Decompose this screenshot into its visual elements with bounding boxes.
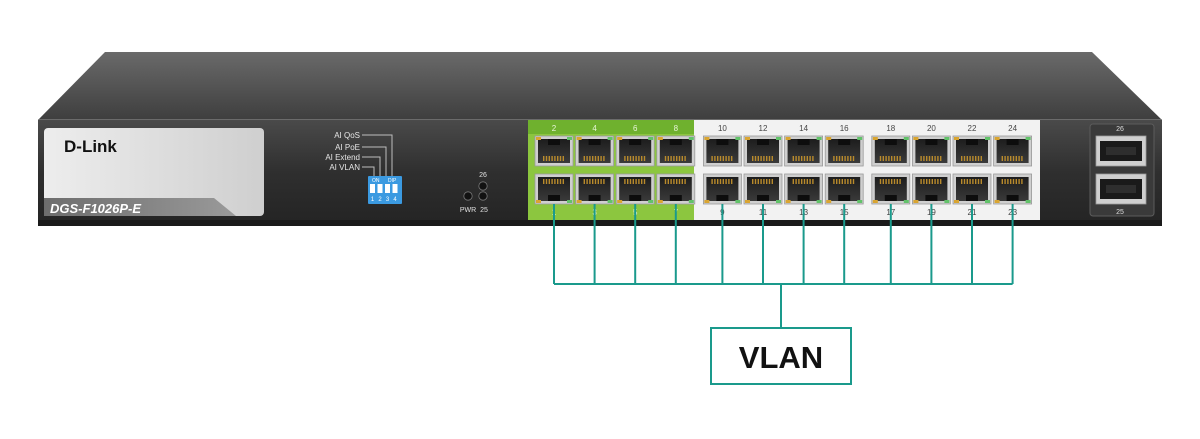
rj45-port-icon xyxy=(871,173,911,205)
dip-toggle[interactable] xyxy=(392,184,398,193)
rj45-ports xyxy=(534,135,1032,205)
rj45-port-icon xyxy=(575,135,614,167)
dip-number: 2 xyxy=(378,197,382,203)
dip-toggle[interactable] xyxy=(385,184,390,193)
dip-leader-line xyxy=(362,146,387,178)
port-number-top: 6 xyxy=(633,124,638,133)
brand-logo: D-Link xyxy=(64,137,117,156)
dip-leader-line xyxy=(362,134,393,178)
rj45-port-icon xyxy=(993,173,1032,205)
rj45-port-icon xyxy=(575,173,614,205)
rj45-port-icon xyxy=(534,135,574,167)
sfp-slots: 26 25 xyxy=(1095,126,1147,216)
sfp-slot-icon xyxy=(1095,135,1147,167)
rj45-port-icon xyxy=(615,135,655,167)
rj45-port-icon xyxy=(656,173,696,205)
rj45-port-icon xyxy=(824,173,864,205)
port-number-top: 14 xyxy=(799,124,808,133)
status-led xyxy=(463,191,473,201)
highlighted-port-group xyxy=(528,120,694,220)
sfp-label-bottom: 25 xyxy=(1116,209,1124,216)
port-number-top: 8 xyxy=(674,124,679,133)
rj45-port-icon xyxy=(952,173,992,205)
port-number-top: 4 xyxy=(592,124,597,133)
rj45-port-icon xyxy=(824,135,864,167)
dip-leader-line xyxy=(362,156,381,178)
dip-label: AI QoS xyxy=(334,131,360,140)
led-label-top: 26 xyxy=(479,172,487,179)
vlan-callout-label: VLAN xyxy=(739,340,823,375)
dip-label: AI VLAN xyxy=(329,163,360,172)
port-number-top: 24 xyxy=(1008,124,1017,133)
rj45-port-icon xyxy=(534,173,574,205)
status-led xyxy=(478,191,488,201)
vlan-connection-lines xyxy=(553,204,1014,328)
vlan-callout-box xyxy=(710,327,852,385)
rj45-port-icon xyxy=(912,173,951,205)
led-label-pwr: PWR xyxy=(460,207,476,214)
rj45-port-icon xyxy=(615,173,655,205)
port-number-top: 22 xyxy=(968,124,977,133)
rj45-port-icon xyxy=(871,135,911,167)
rj45-port-icon xyxy=(703,135,742,167)
port-number-top: 2 xyxy=(552,124,557,133)
rj45-port-icon xyxy=(656,135,696,167)
rj45-port-icon xyxy=(703,173,742,205)
dip-label: AI PoE xyxy=(335,143,360,152)
port-number-top: 10 xyxy=(718,124,727,133)
sfp-slot-icon xyxy=(1095,173,1147,205)
dip-label: AI Extend xyxy=(325,153,360,162)
port-number-top: 12 xyxy=(759,124,768,133)
dip-toggle[interactable] xyxy=(377,184,383,193)
port-number-top: 18 xyxy=(886,124,895,133)
chassis-top xyxy=(38,52,1162,120)
dip-number: 1 xyxy=(371,197,375,203)
dip-leader-line xyxy=(362,166,375,178)
led-label-bottom: 25 xyxy=(480,207,488,214)
dip-number: 3 xyxy=(386,197,390,203)
model-band xyxy=(44,198,236,216)
rj45-port-icon xyxy=(784,173,823,205)
dip-on-label: ON xyxy=(372,178,380,184)
brand-badge xyxy=(44,128,264,216)
status-led xyxy=(478,181,488,191)
rj45-port-icon xyxy=(952,135,992,167)
port-number-top: 16 xyxy=(840,124,849,133)
rj45-port-icon xyxy=(743,135,783,167)
port-number-top: 20 xyxy=(927,124,936,133)
rj45-port-icon xyxy=(784,135,823,167)
dip-toggle[interactable] xyxy=(370,184,375,193)
dip-number: 4 xyxy=(393,197,397,203)
rj45-port-icon xyxy=(993,135,1032,167)
dip-word-label: DIP xyxy=(388,178,397,184)
sfp-label-top: 26 xyxy=(1116,126,1124,133)
model-name: DGS-F1026P-E xyxy=(50,201,141,216)
rj45-port-icon xyxy=(743,173,783,205)
rj45-port-icon xyxy=(912,135,951,167)
